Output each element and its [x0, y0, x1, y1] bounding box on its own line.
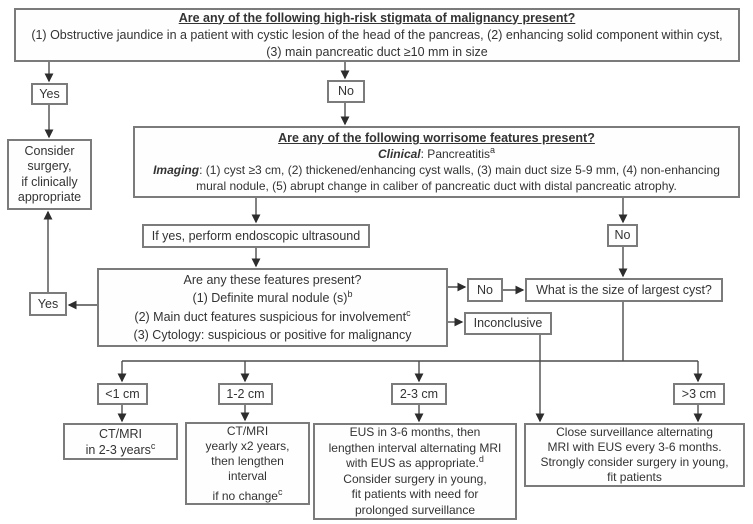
outcome-gt3cm-line3: Strongly consider surgery in young,	[540, 455, 729, 469]
high-risk-line2: (3) main pancreatic duct ≥10 mm in size	[266, 44, 488, 59]
eus-features-item2-superscript: c	[406, 307, 411, 318]
worrisome-imaging-label: Imaging	[153, 163, 200, 177]
high-risk-line1: (1) Obstructive jaundice in a patient wi…	[31, 27, 723, 42]
worrisome-clinical-label: Clinical	[377, 147, 421, 161]
outcome-lt1cm-superscript: c	[150, 440, 156, 451]
eus-yes-box: Yes	[29, 292, 67, 316]
outcome-2-3cm-line3-text: with EUS as appropriate.	[346, 456, 479, 470]
largest-cyst-size-box: What is the size of largest cyst?	[525, 278, 723, 302]
outcome-1-2cm-line2: yearly x2 years,	[205, 438, 290, 453]
eus-features-box: Are any these features present? (1) Defi…	[97, 268, 448, 347]
outcome-1-2cm-line3: then lengthen	[211, 453, 284, 468]
worrisome-title: Are any of the following worrisome featu…	[278, 131, 595, 145]
high-risk-no-box: No	[327, 80, 365, 103]
consider-surgery-line4: appropriate	[17, 190, 82, 204]
eus-no-box: No	[467, 278, 503, 302]
size-gt3cm-label: >3 cm	[681, 386, 717, 401]
outcome-lt1cm-line1: CT/MRI	[98, 426, 143, 441]
worrisome-imaging-text1: : (1) cyst ≥3 cm, (2) thickened/enhancin…	[199, 163, 720, 177]
outcome-gt3cm-line1: Close surveillance alternating	[556, 425, 713, 439]
worrisome-clinical-text: : Pancreatitis	[420, 147, 491, 161]
eus-no-label: No	[477, 282, 493, 297]
worrisome-features-box: Are any of the following worrisome featu…	[133, 126, 740, 198]
worrisome-clinical-superscript: a	[490, 145, 496, 155]
outcome-2-3cm-line6: prolonged surveillance	[354, 502, 476, 517]
outcome-2-3cm-line2: lengthen interval alternating MRI	[328, 440, 502, 455]
outcome-2-3cm-box: EUS in 3-6 months, then lengthen interva…	[313, 423, 517, 520]
worrisome-no-label: No	[614, 228, 631, 243]
eus-features-item2-text: (2) Main duct features suspicious for in…	[134, 309, 407, 324]
eus-features-item2: (2) Main duct features suspicious for in…	[102, 308, 443, 327]
consider-surgery-box: Consider surgery, if clinically appropri…	[7, 139, 92, 210]
outcome-lt1cm-line2-text: in 2-3 years	[85, 442, 151, 457]
outcome-1-2cm-line5: if no changec	[190, 486, 305, 504]
outcome-1-2cm-line1: CT/MRI	[226, 423, 269, 438]
eus-inconclusive-box: Inconclusive	[464, 312, 552, 335]
eus-features-item1-text: (1) Definite mural nodule (s)	[192, 291, 348, 305]
size-2-3cm-box: 2-3 cm	[391, 383, 447, 405]
high-risk-yes-box: Yes	[31, 83, 68, 105]
size-2-3cm-label: 2-3 cm	[399, 386, 439, 401]
eus-features-item3: (3) Cytology: suspicious or positive for…	[133, 328, 412, 342]
outcome-1-2cm-superscript: c	[277, 486, 283, 497]
eus-yes-label: Yes	[37, 296, 59, 311]
outcome-1-2cm-line4: interval	[228, 468, 267, 483]
outcome-gt3cm-line4: fit patients	[607, 470, 662, 484]
outcome-lt1cm-line2: in 2-3 yearsc	[68, 440, 173, 458]
outcome-2-3cm-line3: with EUS as appropriate.d	[318, 454, 512, 472]
outcome-2-3cm-line1: EUS in 3-6 months, then	[349, 425, 481, 439]
size-1-2cm-label: 1-2 cm	[226, 386, 265, 401]
outcome-2-3cm-line5: fit patients with need for	[351, 487, 479, 501]
eus-features-title: Are any these features present?	[183, 272, 362, 287]
size-gt3cm-box: >3 cm	[673, 383, 725, 405]
worrisome-imaging-line2: mural nodule, (5) abrupt change in calib…	[196, 179, 677, 193]
size-1-2cm-box: 1-2 cm	[218, 383, 273, 405]
outcome-2-3cm-superscript: d	[478, 454, 484, 464]
outcome-lt1cm-box: CT/MRI in 2-3 yearsc	[63, 423, 178, 460]
consider-surgery-line1: Consider	[24, 143, 75, 158]
size-lt1cm-box: <1 cm	[97, 383, 148, 405]
worrisome-clinical-line: Clinical: Pancreatitisa	[138, 146, 735, 162]
outcome-gt3cm-box: Close surveillance alternating MRI with …	[524, 423, 745, 487]
consider-surgery-line3: if clinically	[21, 174, 78, 189]
largest-cyst-size-label: What is the size of largest cyst?	[536, 282, 712, 297]
perform-eus-label: If yes, perform endoscopic ultrasound	[151, 228, 361, 243]
outcome-gt3cm-line2: MRI with EUS every 3-6 months.	[547, 440, 722, 454]
outcome-1-2cm-line5-text: if no change	[212, 488, 278, 503]
high-risk-no-label: No	[338, 84, 354, 99]
eus-inconclusive-label: Inconclusive	[473, 316, 543, 331]
high-risk-yes-label: Yes	[39, 86, 60, 101]
eus-features-item1-superscript: b	[347, 288, 353, 299]
perform-eus-box: If yes, perform endoscopic ultrasound	[142, 224, 370, 248]
high-risk-title: Are any of the following high-risk stigm…	[178, 10, 576, 25]
outcome-2-3cm-line4: Consider surgery in young,	[343, 471, 487, 486]
worrisome-no-box: No	[607, 224, 638, 247]
eus-features-item1: (1) Definite mural nodule (s)b	[102, 289, 443, 308]
worrisome-imaging-line1: Imaging: (1) cyst ≥3 cm, (2) thickened/e…	[138, 162, 735, 178]
size-lt1cm-label: <1 cm	[105, 386, 140, 401]
consider-surgery-line2: surgery,	[27, 159, 72, 173]
high-risk-stigmata-box: Are any of the following high-risk stigm…	[14, 8, 740, 62]
outcome-1-2cm-box: CT/MRI yearly x2 years, then lengthen in…	[185, 422, 310, 505]
